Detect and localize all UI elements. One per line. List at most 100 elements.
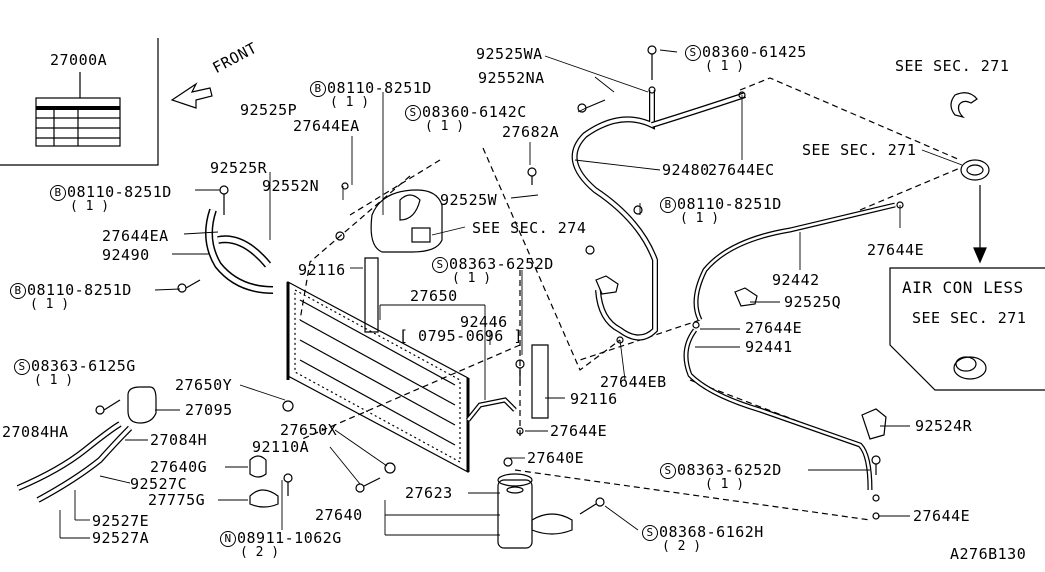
s-prefix-icon: S: [660, 463, 676, 479]
part-92490: 92490: [102, 246, 150, 264]
part-92446: 92446: [460, 313, 508, 331]
part-27650X: 27650X: [280, 421, 338, 439]
pipe-92480: [571, 90, 658, 341]
seal-92116-right: [531, 344, 549, 419]
part-27623: 27623: [405, 484, 453, 502]
part-27644EC: 27644EC: [708, 161, 775, 179]
sensor-27095: [127, 386, 157, 424]
part-92525Q: 92525Q: [784, 293, 842, 311]
air-con-less-ref: SEE SEC. 271: [912, 309, 1027, 327]
part-92525W: 92525W: [440, 191, 498, 209]
part-92480: 92480: [662, 161, 710, 179]
front-arrow-icon: [170, 82, 213, 109]
part-27775G: 27775G: [148, 491, 206, 509]
part-92552N: 92552N: [262, 177, 320, 195]
qty-08368-6162H: ( 2 ): [662, 539, 702, 554]
part-27640G: 27640G: [150, 458, 208, 476]
part-27644EA: 27644EA: [102, 227, 169, 245]
part-27644E-r2: 27644E: [745, 319, 803, 337]
part-27682A: 27682A: [502, 123, 560, 141]
hose-92490: [205, 208, 274, 294]
part-92527A: 92527A: [92, 529, 150, 547]
leader-lines: [59, 49, 963, 539]
part-92116-b: 92116: [570, 390, 618, 408]
qty-08363-6125G: ( 1 ): [34, 373, 74, 388]
s-prefix-icon: S: [432, 257, 448, 273]
b-prefix-icon: B: [50, 185, 66, 201]
part-27644EA-top: 27644EA: [293, 117, 360, 135]
o-ring-markers: [341, 86, 904, 520]
part-92527E: 92527E: [92, 512, 150, 530]
seal-icon: [950, 92, 978, 119]
qty-08363-6252D-b: ( 1 ): [705, 477, 745, 492]
s-prefix-icon: S: [685, 45, 701, 61]
part-92527C: 92527C: [130, 475, 188, 493]
part-27084H: 27084H: [150, 431, 208, 449]
part-92442: 92442: [772, 271, 820, 289]
b-prefix-icon: B: [310, 81, 326, 97]
grommet-icon: [953, 356, 987, 380]
part-27650: 27650: [410, 287, 458, 305]
inset-frame-left: [0, 38, 159, 166]
bolt-icons: [95, 45, 881, 515]
date-range-0795-0696: [ 0795-0696 ]: [399, 327, 523, 345]
clip-27644EB: [595, 275, 619, 295]
part-27650Y: 27650Y: [175, 376, 233, 394]
qty-08911-1062G: ( 2 ): [240, 545, 280, 560]
part-27640E: 27640E: [527, 449, 585, 467]
clip-92525Q: [734, 287, 758, 307]
seal-92116-left: [364, 257, 379, 333]
part-27095: 27095: [185, 401, 233, 419]
clamp-92524R: [861, 408, 887, 440]
part-92110A: 92110A: [252, 438, 310, 456]
s-prefix-icon: S: [642, 525, 658, 541]
n-prefix-icon: N: [220, 531, 236, 547]
tank-bracket: [531, 513, 573, 535]
liquid-tank-icon: [497, 479, 533, 549]
diagram-id: A276B130: [950, 545, 1027, 563]
b-prefix-icon: B: [660, 197, 676, 213]
qty-08110-8251D-top: ( 1 ): [330, 95, 370, 110]
part-92525R: 92525R: [210, 159, 268, 177]
qty-08110-8251D-mid: ( 1 ): [680, 211, 720, 226]
part-27084HA: 27084HA: [2, 423, 69, 441]
part-92525P: 92525P: [240, 101, 298, 119]
s-prefix-icon: S: [405, 105, 421, 121]
s-prefix-icon: S: [14, 359, 30, 375]
part-27644E-br: 27644E: [913, 507, 971, 525]
label-27000A: 27000A: [50, 51, 108, 69]
part-27644E-r1: 27644E: [867, 241, 925, 259]
part-92524R: 92524R: [915, 417, 973, 435]
qty-08360-61425: ( 1 ): [705, 59, 745, 74]
part-92441: 92441: [745, 338, 793, 356]
part-92525WA: 92525WA: [476, 45, 543, 63]
qty-08110-8251D-left: ( 1 ): [70, 199, 110, 214]
b-prefix-icon: B: [10, 283, 26, 299]
qty-08110-8251D-low: ( 1 ): [30, 297, 70, 312]
qty-08360-6142C: ( 1 ): [425, 119, 465, 134]
part-27640: 27640: [315, 506, 363, 524]
o-ring-icon: [960, 159, 990, 181]
part-27644E-c: 27644E: [550, 422, 608, 440]
qty-08363-6252D: ( 1 ): [452, 271, 492, 286]
see-sec-274: SEE SEC. 274: [472, 219, 587, 237]
part-27644EB: 27644EB: [600, 373, 667, 391]
part-92552NA: 92552NA: [478, 69, 545, 87]
bushing-27640G: [249, 455, 267, 478]
arrow-down-icon: [973, 247, 987, 264]
air-con-less-title: AIR CON LESS: [902, 278, 1024, 297]
part-92116-a: 92116: [298, 261, 346, 279]
inset-frame-right: [889, 267, 1045, 391]
